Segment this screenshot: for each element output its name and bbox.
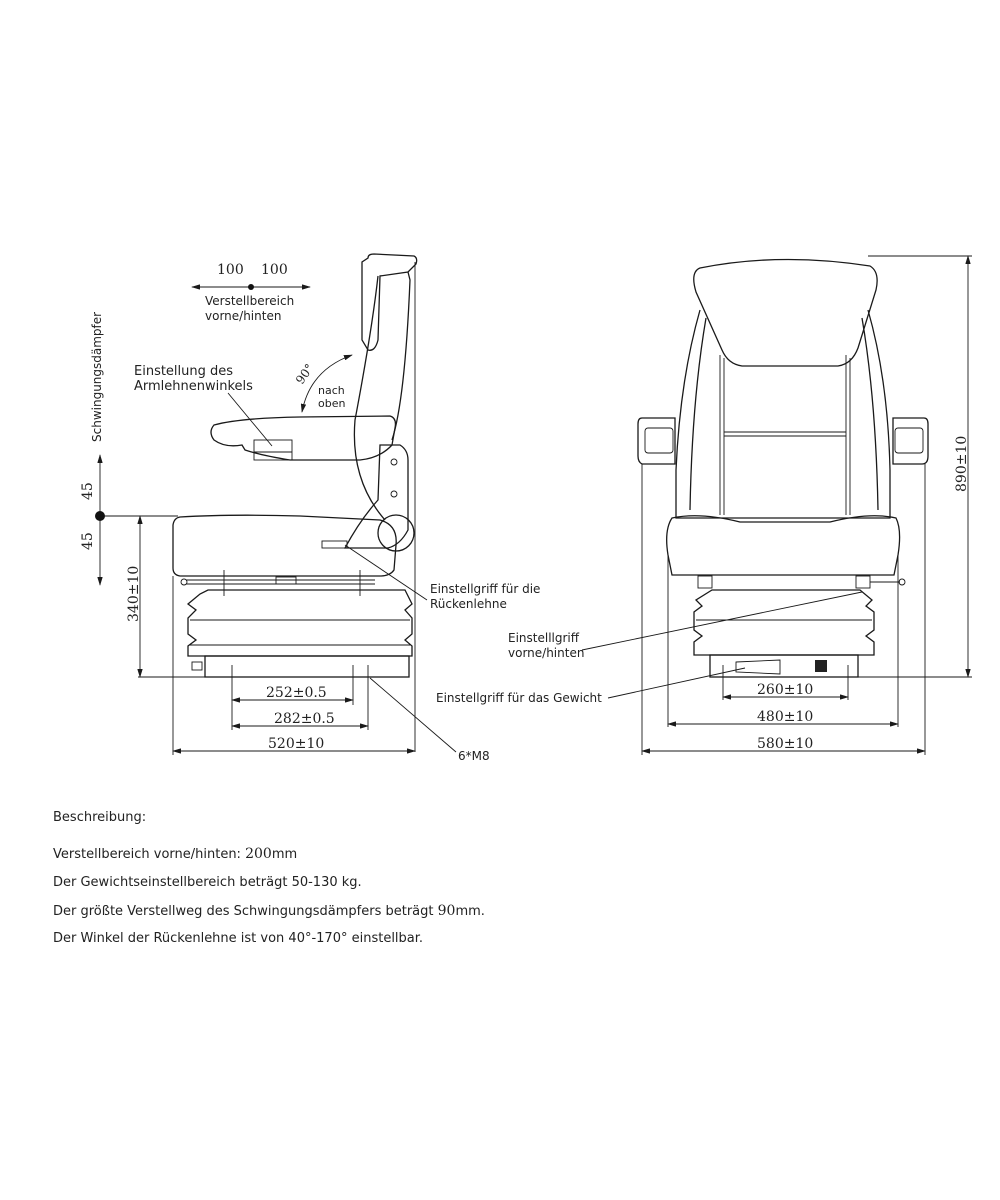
adjust-right-value: 100 [261, 262, 288, 278]
dim-580: 580±10 [757, 736, 813, 752]
side-view: 100 100 Verstellbereich vorne/hinten Sch… [80, 253, 540, 763]
backrest-handle-label-1: Einstellgriff für die [430, 582, 540, 596]
backrest-handle-label-2: Rückenlehne [430, 597, 507, 611]
fore-aft-handle-label-1: Einstelllgriff [508, 631, 580, 645]
dim-282: 282±0.5 [274, 711, 335, 727]
adjust-label-2: vorne/hinten [205, 309, 281, 323]
armrest-label-2: Armlehnenwinkels [134, 379, 253, 394]
side-height-dim: 340±10 [126, 566, 142, 622]
damper-down-value: 45 [80, 532, 96, 550]
dim-260: 260±10 [757, 682, 813, 698]
description-heading: Beschreibung: [53, 810, 147, 825]
front-bellows [693, 589, 875, 656]
adjust-left-value: 100 [217, 262, 244, 278]
side-backrest [361, 253, 418, 351]
description-line-3: Der größte Verstellweg des Schwingungsdä… [53, 903, 485, 919]
description-line-4: Der Winkel der Rückenlehne ist von 40°-1… [53, 931, 424, 946]
side-seat-cushion [172, 514, 397, 577]
dim-520: 520±10 [268, 736, 324, 752]
description-line-2: Der Gewichtseinstellbereich beträgt 50-1… [53, 875, 362, 890]
side-armrest [210, 415, 397, 461]
line3-unit: mm. [455, 904, 485, 919]
line1-unit: mm [271, 847, 298, 862]
side-bellows [186, 589, 413, 657]
description-line-1: Verstellbereich vorne/hinten: 200mm [53, 846, 297, 862]
line1-prefix: Verstellbereich vorne/hinten: [53, 847, 241, 862]
angle-dir-2: oben [318, 397, 345, 410]
line3-value: 90 [437, 903, 456, 919]
bolts-label: 6*M8 [458, 749, 490, 763]
angle-dir-1: nach [318, 384, 345, 397]
weight-handle-label: Einstellgriff für das Gewicht [436, 691, 602, 705]
front-seat-cushion [666, 515, 901, 576]
dim-480: 480±10 [757, 709, 813, 725]
damper-label: Schwingungsdämpfer [90, 312, 104, 442]
front-armrest-right [892, 417, 929, 465]
front-height-dim: 890±10 [954, 436, 970, 492]
dim-252: 252±0.5 [266, 685, 327, 701]
front-view: Einstelllgriff vorne/hinten Einstellgrif… [436, 255, 972, 755]
front-headrest [693, 258, 878, 367]
fore-aft-handle-label-2: vorne/hinten [508, 646, 584, 660]
front-armrest-left [637, 417, 676, 465]
adjust-label-1: Verstellbereich [205, 294, 294, 308]
damper-up-value: 45 [80, 482, 96, 500]
line1-value: 200 [245, 846, 272, 862]
front-backrest [675, 309, 891, 519]
angle-value: 90° [293, 361, 317, 386]
line3-prefix: Der größte Verstellweg des Schwingungsdä… [53, 904, 434, 919]
armrest-label-1: Einstellung des [134, 364, 233, 379]
